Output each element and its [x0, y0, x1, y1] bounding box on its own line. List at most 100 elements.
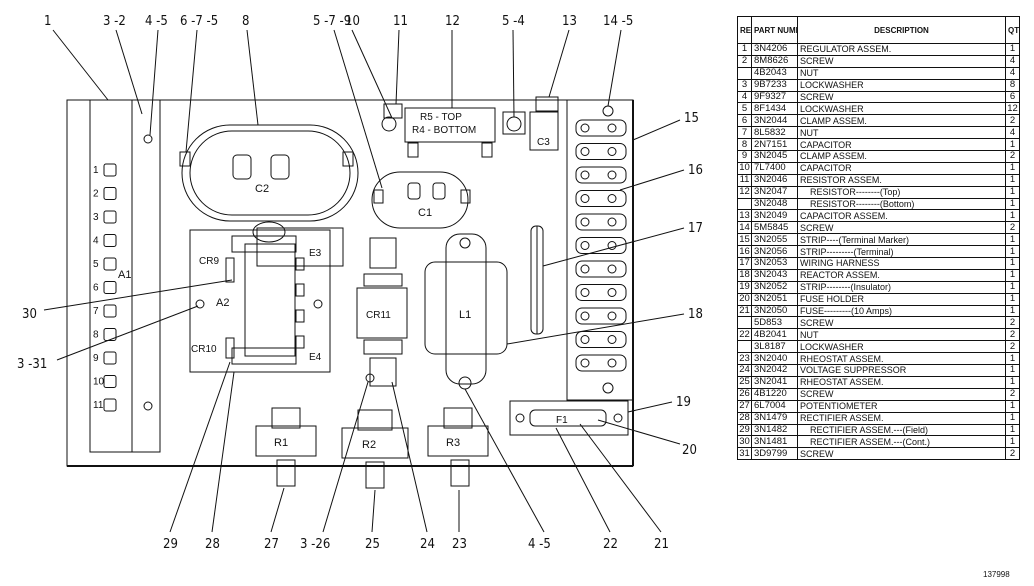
- cell-pn: 2N7151: [751, 138, 798, 152]
- cell-desc: SCREW: [797, 447, 1006, 461]
- strip-screw: [580, 311, 590, 321]
- cell-qty: 6: [1005, 90, 1020, 104]
- callout-12: 12: [445, 14, 460, 29]
- cell-pn: 3N2041: [751, 375, 798, 389]
- a1-terminal-number: 1: [93, 165, 99, 176]
- cell-ref: 7: [737, 126, 752, 140]
- callout-5-4: 5 -4: [502, 14, 525, 29]
- cell-qty: 1: [1005, 364, 1020, 377]
- capacitor-c3: C3: [502, 96, 559, 151]
- strip-terminal-list: [575, 119, 627, 372]
- cr10-label: CR10: [191, 344, 217, 355]
- callout-27: 27: [264, 537, 279, 552]
- strip-terminal: [575, 354, 627, 372]
- e3-label: E3: [309, 248, 322, 259]
- cell-desc: REGULATOR ASSEM.: [797, 43, 1006, 56]
- strip-screw: [607, 264, 617, 274]
- strip-screw: [607, 358, 617, 368]
- callout-13: 13: [562, 14, 577, 29]
- cell-pn: 3N2049: [751, 209, 798, 223]
- a1-terminal-number: 11: [93, 400, 104, 411]
- cell-ref: 15: [737, 233, 752, 247]
- strip-screw: [580, 147, 590, 156]
- cr11-label: CR11: [366, 310, 391, 321]
- cell-qty: 1: [1005, 435, 1020, 449]
- strip-screw: [580, 358, 590, 368]
- callout-24: 24: [420, 537, 435, 552]
- callout-3-2: 3 -2: [103, 14, 126, 29]
- strip-terminal: [575, 119, 627, 137]
- callout-29: 29: [163, 537, 178, 552]
- callout-5-7-9: 5 -7 -9: [313, 14, 351, 29]
- cell-desc: CAPACITOR: [797, 138, 1006, 152]
- strip-terminal: [575, 307, 627, 325]
- cell-desc: LOCKWASHER: [797, 78, 1006, 92]
- cell-desc: LOCKWASHER: [797, 102, 1006, 116]
- r3-label: R3: [446, 437, 460, 449]
- cell-qty: 1: [1005, 233, 1020, 247]
- cell-ref: 17: [737, 257, 752, 270]
- cell-ref: 12: [737, 185, 752, 199]
- a1-terminal-box: [103, 351, 117, 365]
- cell-desc: FUSE---------(10 Amps): [797, 304, 1006, 318]
- cell-ref: [737, 316, 752, 330]
- header-ref-no: REF. NO.: [737, 16, 752, 44]
- rheostat-r3: R3: [427, 407, 489, 487]
- callout-10: 10: [345, 14, 360, 29]
- strip-screw: [580, 170, 590, 180]
- a1-terminal-box: [103, 398, 117, 412]
- cell-pn: 3N2051: [751, 292, 798, 306]
- cell-qty: 1: [1005, 43, 1020, 56]
- cell-qty: 1: [1005, 423, 1020, 437]
- cell-qty: 2: [1005, 328, 1020, 342]
- r1-label: R1: [274, 437, 288, 449]
- cell-qty: 1: [1005, 280, 1020, 294]
- cell-desc: VOLTAGE SUPPRESSOR: [797, 364, 1006, 377]
- cell-qty: 2: [1005, 387, 1020, 401]
- cell-ref: 22: [737, 328, 752, 342]
- cell-ref: 13: [737, 209, 752, 223]
- cell-desc: RESISTOR ASSEM.: [797, 173, 1006, 187]
- a1-terminal-number: 9: [93, 353, 99, 364]
- cell-ref: 6: [737, 114, 752, 128]
- cell-pn: 3N1479: [751, 411, 798, 425]
- strip-terminal: [575, 190, 627, 207]
- callout-16: 16: [688, 163, 703, 178]
- cell-pn: 3N2040: [751, 352, 798, 366]
- callout-14-5: 14 -5: [603, 14, 633, 29]
- strip-terminal: [575, 260, 627, 278]
- e4-label: E4: [309, 352, 322, 363]
- cell-desc: RECTIFIER ASSEM.---(Field): [797, 423, 1006, 437]
- terminal-strip: [566, 99, 634, 401]
- strip-screw: [580, 335, 590, 344]
- cell-desc: REACTOR ASSEM.: [797, 268, 1006, 282]
- cell-ref: 31: [737, 447, 752, 461]
- strip-terminal: [575, 143, 627, 160]
- reactor-l1: L1: [424, 233, 508, 390]
- callout-18: 18: [688, 307, 703, 322]
- strip-terminal: [575, 237, 627, 254]
- cell-desc: FUSE HOLDER: [797, 292, 1006, 306]
- cell-qty: 1: [1005, 197, 1020, 211]
- cell-desc: STRIP--------(Insulator): [797, 280, 1006, 294]
- cell-desc: SCREW: [797, 387, 1006, 401]
- callout-8: 8: [242, 14, 249, 29]
- cell-ref: 14: [737, 221, 752, 235]
- cell-qty: 1: [1005, 375, 1020, 389]
- callout-numbers: 1 3 -2 4 -5 6 -7 -5 8 5 -7 -9 10 11 12 5…: [17, 14, 703, 552]
- cell-pn: 8L5832: [751, 126, 798, 140]
- cell-qty: 1: [1005, 257, 1020, 270]
- cell-ref: [737, 340, 752, 354]
- cell-qty: 2: [1005, 221, 1020, 235]
